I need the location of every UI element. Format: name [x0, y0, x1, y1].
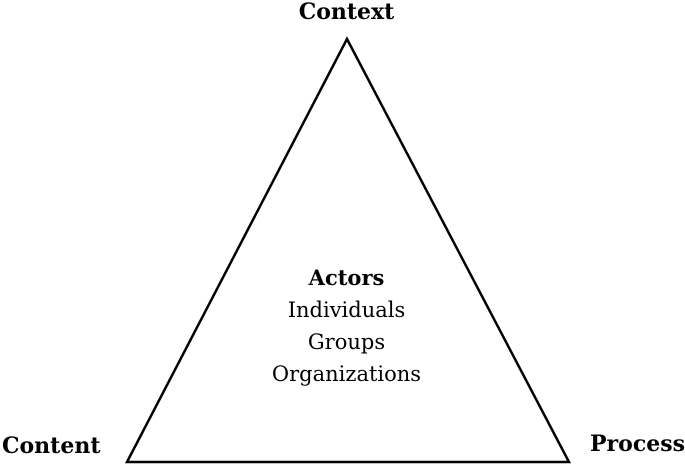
center-item-organizations: Organizations — [271, 362, 422, 386]
center-title: Actors — [308, 265, 385, 290]
center-item-individuals: Individuals — [287, 298, 406, 322]
triangle-shape — [124, 36, 572, 464]
center-text-block: Actors Individuals Groups Organizations — [0, 262, 685, 390]
center-item-groups: Groups — [307, 330, 386, 354]
vertex-label-content: Content — [2, 433, 101, 459]
vertex-label-process: Process — [590, 431, 685, 457]
vertex-label-context: Context — [298, 0, 395, 25]
